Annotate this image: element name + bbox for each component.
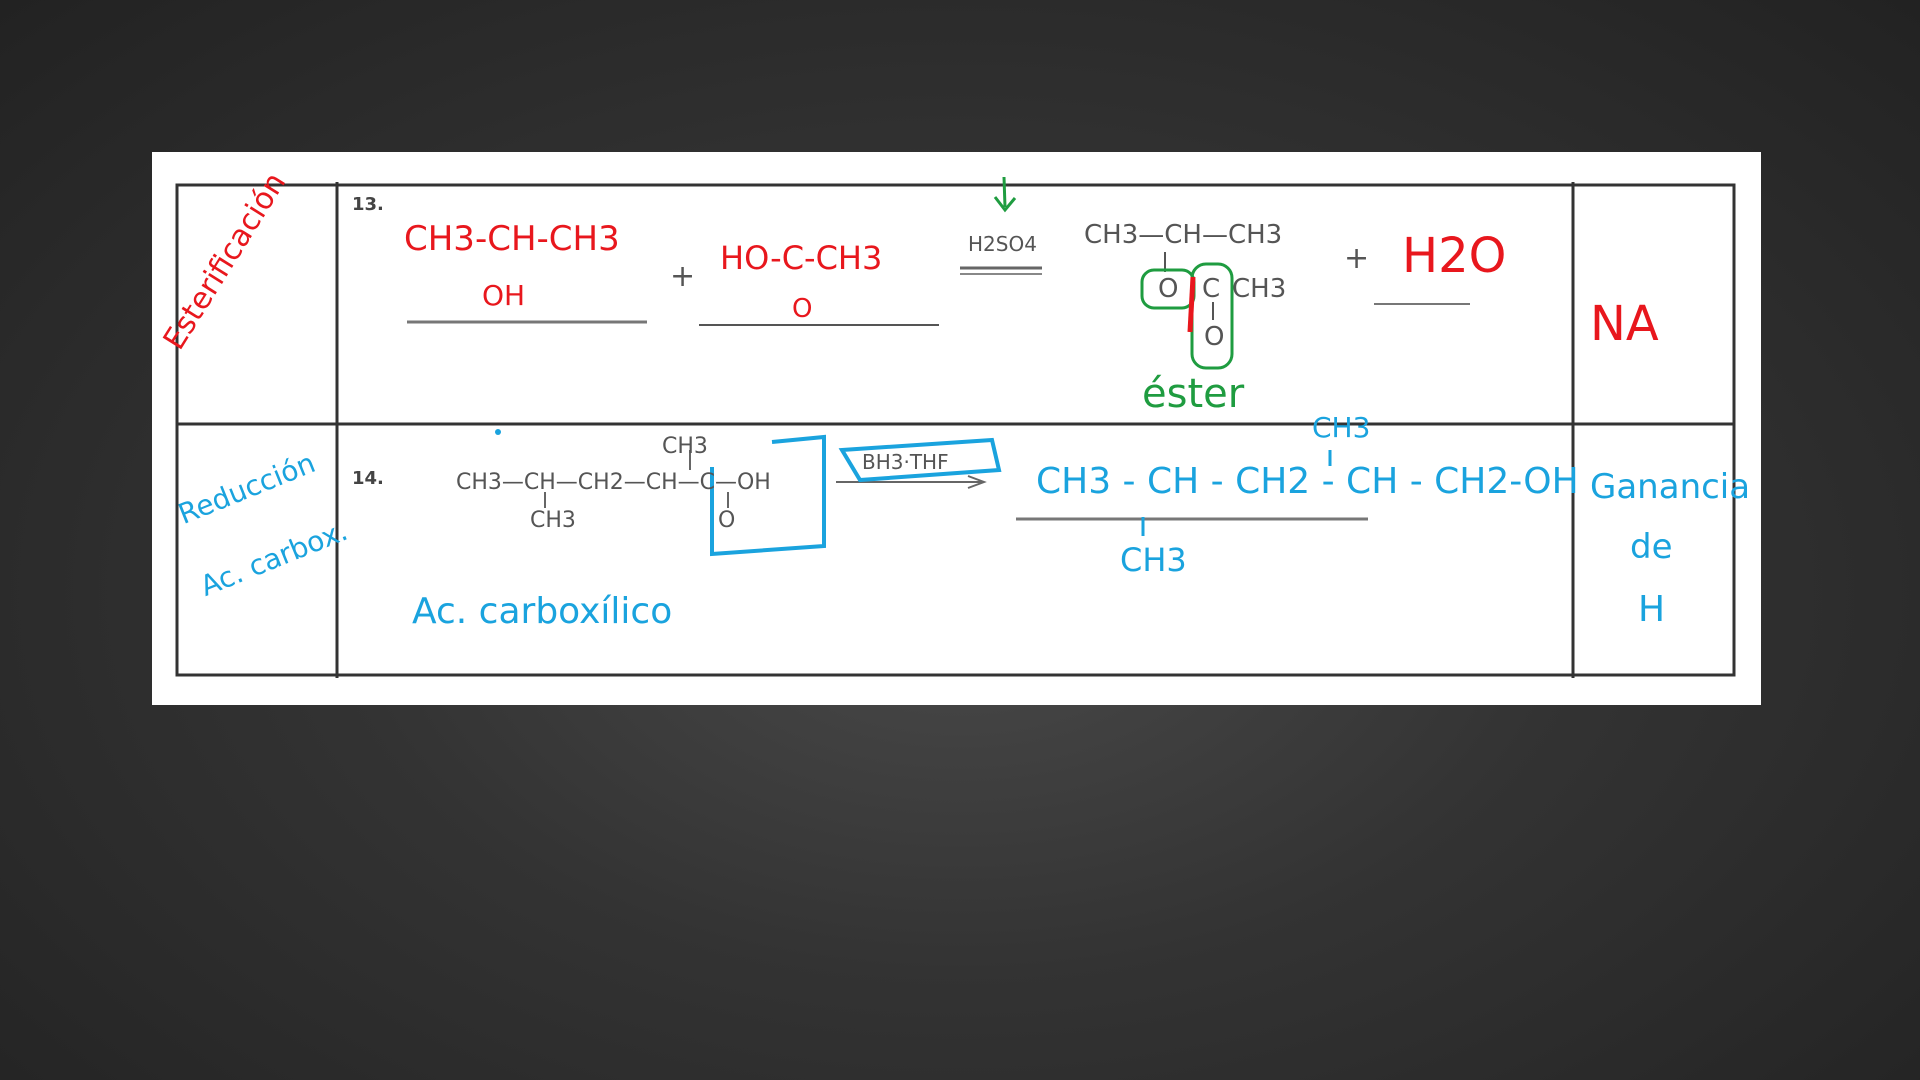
reagent-h2so4: H2SO4 bbox=[968, 232, 1037, 256]
reactant-acid-chain: CH3—CH—CH2—CH—C—OH bbox=[456, 470, 771, 495]
exercise-number-13: 13. bbox=[352, 194, 384, 215]
reagent-bh3-thf: BH3·THF bbox=[862, 450, 949, 474]
reactant-alcohol: CH3-CH-CH3 bbox=[404, 219, 620, 259]
product-ester-carbonyl-o: O bbox=[1204, 322, 1225, 352]
result-ganancia: Ganancia bbox=[1590, 467, 1751, 507]
byproduct-water: H2O bbox=[1402, 228, 1507, 284]
product-alcohol-sub-ch3: CH3 bbox=[1120, 541, 1187, 579]
product-ester-c: C bbox=[1202, 274, 1221, 304]
exercise-number-14: 14. bbox=[352, 468, 384, 489]
product-alcohol-chain: CH3 - CH - CH2 - CH - CH2-OH bbox=[1036, 461, 1579, 502]
table-grid bbox=[175, 176, 1736, 678]
carboxylic-acid-label: Ac. carboxílico bbox=[412, 591, 673, 632]
reactant-acid-carbonyl-o: O bbox=[718, 508, 736, 533]
product-alcohol-top-ch3: CH3 bbox=[1312, 411, 1371, 444]
product-ester-o: O bbox=[1158, 274, 1179, 304]
reactant-acid-sub-ch3: CH3 bbox=[530, 508, 576, 533]
result-h: H bbox=[1638, 589, 1666, 630]
reactant-acid-top-ch3: CH3 bbox=[662, 434, 708, 459]
reactant-acid: HO-C-CH3 bbox=[720, 239, 883, 277]
ester-label: éster bbox=[1142, 371, 1245, 417]
reactant-acid-o: O bbox=[792, 294, 813, 324]
plus-sign-2: + bbox=[1344, 241, 1370, 276]
result-de: de bbox=[1630, 527, 1673, 567]
product-ester-chain: CH3—CH—CH3 bbox=[1084, 220, 1283, 250]
result-na: NA bbox=[1590, 296, 1659, 352]
worksheet-table: Esterificación 13. CH3-CH-CH3 OH + HO-C-… bbox=[152, 152, 1761, 705]
reactant-alcohol-oh: OH bbox=[482, 279, 526, 312]
product-ester-ch3: CH3 bbox=[1232, 274, 1287, 304]
plus-sign: + bbox=[670, 259, 696, 294]
